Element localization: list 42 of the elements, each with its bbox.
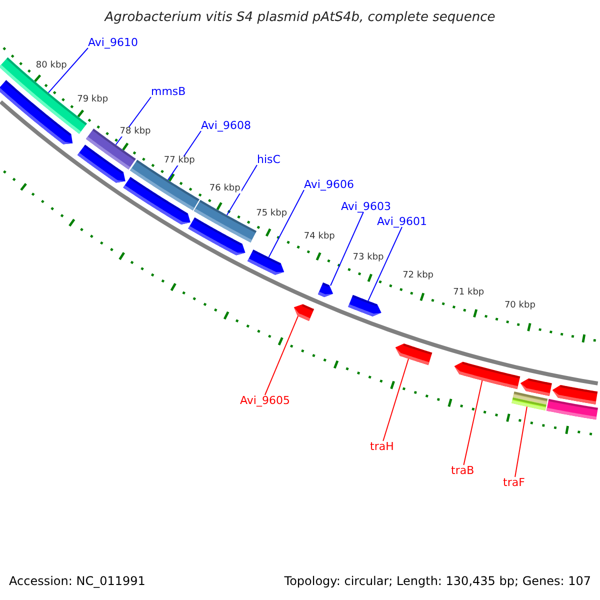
scale-label: 77 kbp — [162, 156, 196, 166]
gene-feature — [348, 294, 382, 316]
gene-label: Avi_9608 — [201, 120, 251, 131]
scale-label: 78 kbp — [118, 127, 152, 136]
gene-label: hisC — [257, 154, 280, 165]
title: Agrobacterium vitis S4 plasmid pAtS4b, complete sequence — [103, 11, 496, 24]
scale-label: 79 kbp — [76, 95, 110, 104]
leader-line — [268, 190, 304, 258]
leader-line — [48, 48, 88, 94]
leader-line — [167, 130, 202, 180]
leader-line — [330, 212, 364, 286]
leader-line — [514, 406, 528, 478]
gene-label: traB — [451, 465, 474, 476]
leader-line — [382, 358, 409, 442]
gene-label: traF — [503, 477, 525, 488]
summary-note: Topology: circular; Length: 130,435 bp; Genes: 107 — [284, 575, 591, 587]
leader-line — [264, 316, 298, 396]
gene-label: Avi_9605 — [240, 395, 290, 406]
gene-feature — [318, 282, 334, 298]
gene-label: traH — [370, 441, 394, 452]
gene-label: Avi_9603 — [341, 201, 391, 212]
gene-label: Avi_9601 — [377, 216, 427, 227]
scale-label: 76 kbp — [208, 184, 242, 194]
leader-line — [463, 380, 483, 466]
scale-label: 80 kbp — [34, 62, 68, 71]
gene-label: mmsB — [151, 86, 186, 97]
leader-line — [368, 226, 402, 302]
gene-feature — [454, 362, 520, 390]
scale-label: 71 kbp — [452, 288, 486, 298]
leader-line — [226, 164, 258, 216]
scale-label: 73 kbp — [352, 253, 385, 262]
gene-block — [512, 397, 546, 410]
scale-label: 74 kbp — [302, 232, 336, 242]
gene-feature — [247, 250, 284, 275]
scale-label: 72 kbp — [402, 272, 435, 281]
gene-feature — [395, 344, 432, 366]
scale-label: 75 kbp — [255, 209, 288, 218]
accession-note: Accession: NC_011991 — [9, 575, 146, 587]
gene-label: Avi_9610 — [88, 37, 138, 48]
scale-label: 70 kbp — [503, 302, 536, 311]
gene-feature — [294, 304, 314, 321]
gene-label: Avi_9606 — [304, 179, 354, 190]
